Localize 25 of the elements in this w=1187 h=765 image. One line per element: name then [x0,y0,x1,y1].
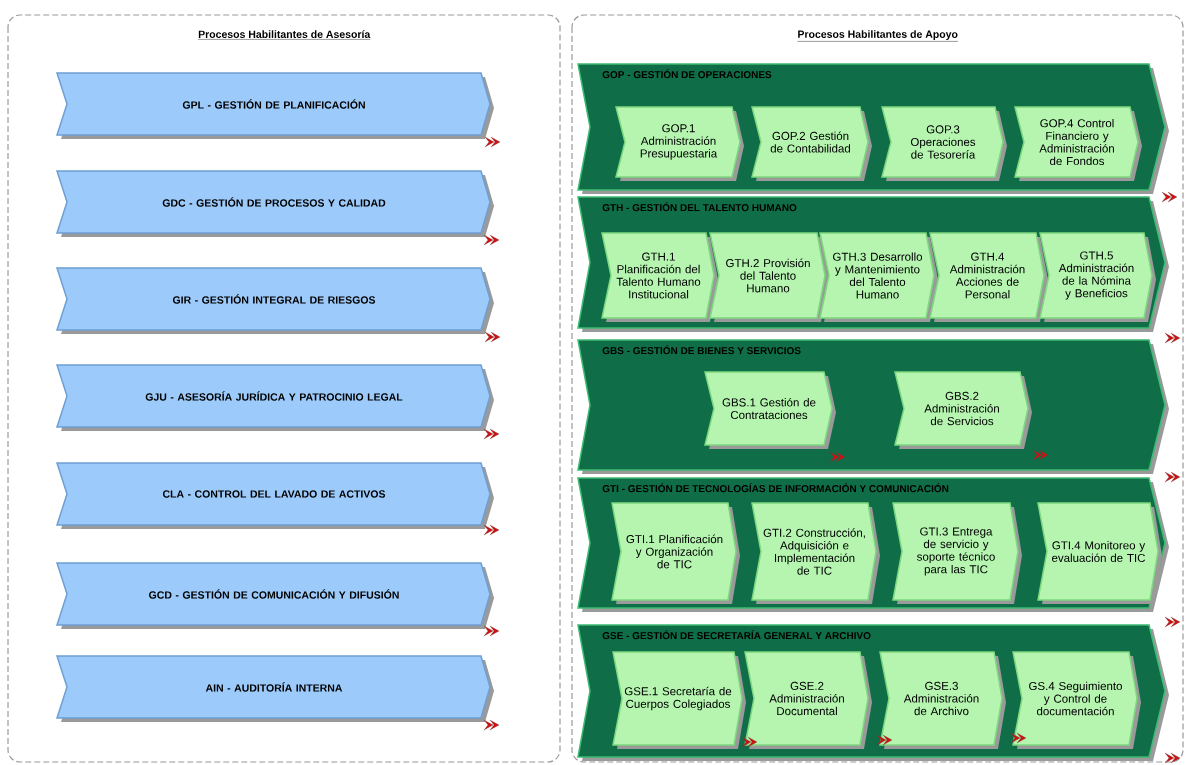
process-step-box: GOP.2 Gestión de Contabilidad [751,106,872,181]
process-step-box: GSE.2 Administración Documental [744,651,872,749]
process-step-box: GTH.4 Administración Acciones de Personal [929,232,1048,322]
process-step-box: GDC - GESTIÓN DE PROCESOS Y CALIDAD [56,170,494,237]
process-step-box: GTH.5 Administración de la Nómina y Beneficios [1039,232,1156,322]
process-step-box: GTH.2 Provisión del Talento Humano [709,232,829,322]
process-step-box: GOP.1 Administración Presupuestaria [615,106,744,181]
process-step-box: GBS.2 Administración de Servicios [894,371,1032,449]
process-step-box: GTH.3 Desarrollo y Mantenimiento del Talento Humano [819,232,938,322]
process-step-box: GPL - GESTIÓN DE PLANIFICACIÓN [56,72,494,139]
process-step-box: GBS.1 Gestión de Contrataciones [704,371,836,449]
process-step-box: GTI.3 Entrega de servicio y soporte técnico para las TIC [892,502,1022,604]
process-step-box: GSE.1 Secretaría de Cuerpos Colegiados [612,651,746,749]
process-step-box: GJU - ASESORÍA JURÍDICA Y PATROCINIO LEGAL [56,364,494,431]
process-step-box: GTI.1 Planificación y Organización de TIC [611,502,740,604]
process-step-box: GS.4 Seguimiento y Control de documentación [1012,651,1141,749]
process-step-box: GTI.2 Construcción, Adquisición e Implementación de TIC [751,502,880,604]
process-step-box: CLA - CONTROL DEL LAVADO DE ACTIVOS [56,462,494,529]
process-step-box: AIN - AUDITORÍA INTERNA [55,655,494,722]
process-step-box: GTI.4 Monitoreo y evaluación de TIC [1037,502,1162,604]
process-step-box: GIR - GESTIÓN INTEGRAL DE RIESGOS [56,267,494,334]
process-step-box: GOP.4 Control Financiero y Administración de Fondos [1014,106,1142,181]
process-step-box: GOP.3 Operaciones de Tesorería [881,106,1007,181]
process-step-box: GTH.1 Planificación del Talento Humano Institucional [601,232,718,322]
process-step-box: GSE.3 Administración de Archivo [879,651,1006,749]
